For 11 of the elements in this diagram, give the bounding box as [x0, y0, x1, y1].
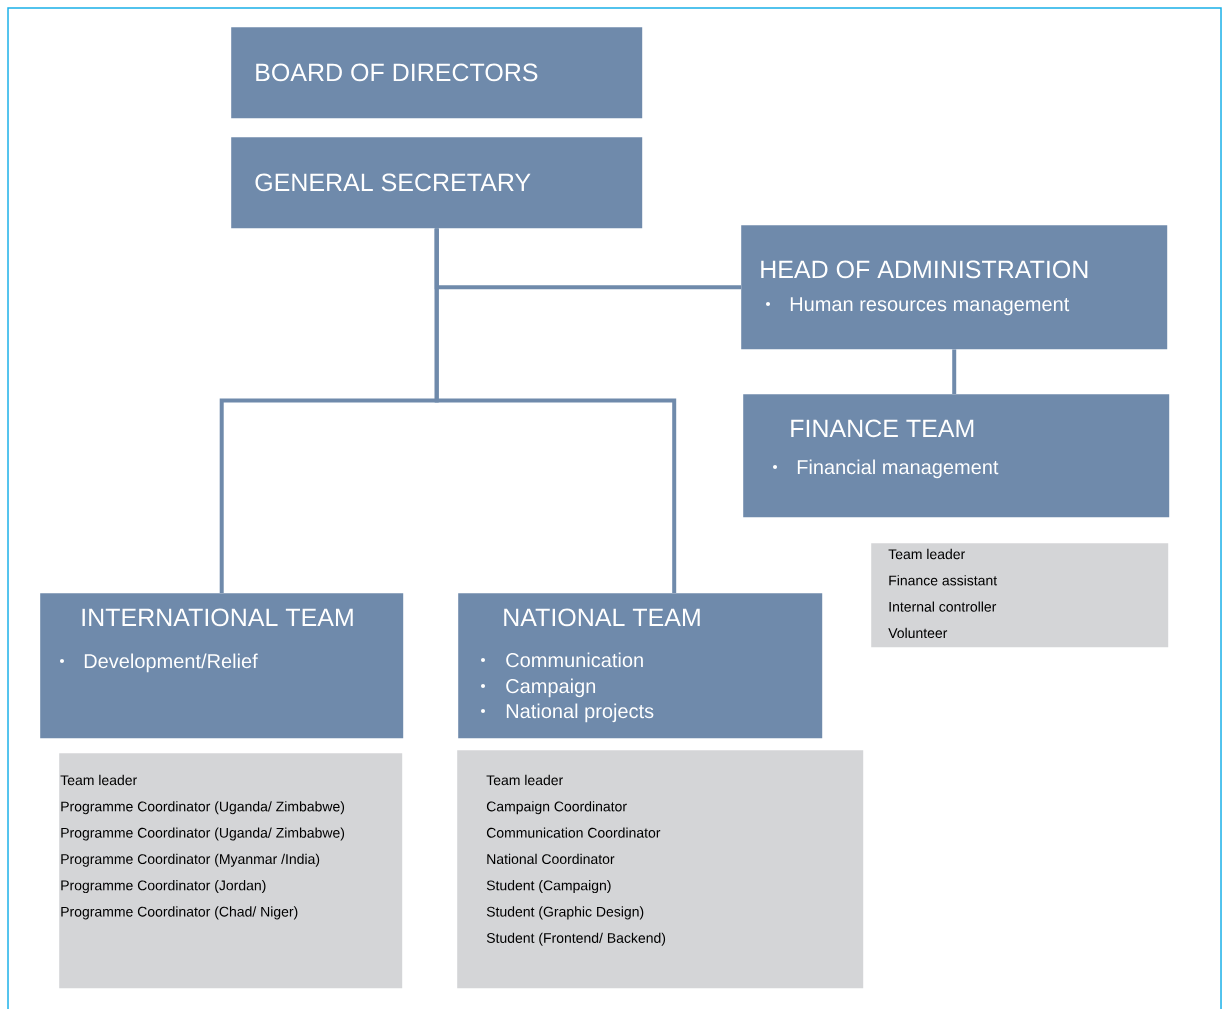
org-box: HEAD OF ADMINISTRATION Human resources management: [741, 225, 1168, 350]
staff-list-box: Team leader Campaign Coordinator Communication Coordinator National Coordinator Student (Campaign) Student (Graphic Design) Student (Frontend/ Backend): [457, 750, 864, 989]
org-box: GENERAL SECRETARY: [231, 137, 643, 229]
staff-list-box: Team leader Programme Coordinator (Uganda/ Zimbabwe) Programme Coordinator (Uganda/ Zimbabwe) Programme Coordinator (Myanmar /India) Programme Coordinator (Jordan) Programme Coordinator (Chad/ Niger): [59, 753, 403, 989]
staff-list-box: Team leader Finance assistant Internal controller Volunteer: [871, 543, 1169, 648]
connector-line: [952, 349, 957, 394]
org-box: NATIONAL TEAM Communication Campaign National projects: [458, 593, 823, 739]
connector-line: [434, 228, 677, 593]
org-box: FINANCE TEAM Financial management: [743, 394, 1170, 518]
org-box: BOARD OF DIRECTORS: [231, 27, 643, 119]
org-box: INTERNATIONAL TEAM Development/Relief: [40, 593, 404, 739]
